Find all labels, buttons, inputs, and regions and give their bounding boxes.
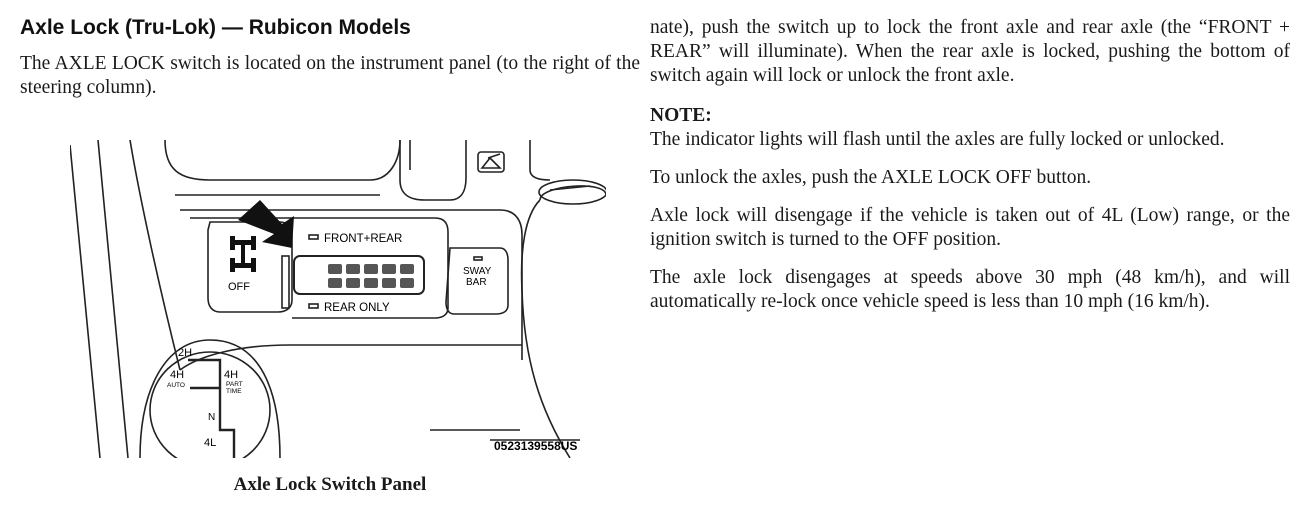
- note-title: NOTE:: [650, 105, 712, 126]
- speed-paragraph: The axle lock disengages at speeds above…: [650, 267, 1290, 312]
- shifter-part: PART: [226, 381, 243, 388]
- arrow-icon: [238, 200, 294, 248]
- front-rear-label: FRONT+REAR: [324, 233, 402, 245]
- shifter-2h: 2H: [178, 347, 192, 359]
- left-column: Axle Lock (Tru-Lok) — Rubicon Models The…: [20, 16, 640, 100]
- disengage-paragraph: Axle lock will disengage if the vehicle …: [650, 205, 1290, 250]
- right-column: nate), push the switch up to lock the fr…: [650, 16, 1290, 314]
- shifter-4h-part: 4H: [224, 369, 238, 381]
- off-label: OFF: [228, 281, 250, 293]
- axle-lock-off-icon: [230, 236, 256, 272]
- figure-caption: Axle Lock Switch Panel: [233, 474, 427, 495]
- sway-label: SWAY: [463, 266, 492, 277]
- unlock-paragraph: To unlock the axles, push the AXLE LOCK …: [650, 167, 1092, 188]
- rear-only-label: REAR ONLY: [324, 302, 390, 314]
- part-number: 0523139558US: [494, 439, 577, 453]
- shifter-time: TIME: [226, 388, 242, 395]
- shifter-4h-auto: 4H: [170, 369, 184, 381]
- shifter-auto: AUTO: [167, 382, 185, 389]
- note-text: The indicator lights will flash until th…: [650, 129, 1225, 150]
- continuation-paragraph: nate), push the switch up to lock the fr…: [650, 17, 1290, 86]
- shifter-4l: 4L: [204, 437, 216, 449]
- intro-paragraph: The AXLE LOCK switch is located on the i…: [20, 53, 640, 98]
- shifter-n: N: [208, 412, 215, 423]
- rocker-switch-dots: [328, 264, 414, 288]
- section-heading: Axle Lock (Tru-Lok) — Rubicon Models: [20, 16, 411, 39]
- axle-lock-figure: OFF FRONT+REAR REAR ONLY SWAY BAR 2H 4H …: [69, 139, 608, 469]
- bar-label: BAR: [466, 277, 487, 288]
- axle-lock-illustration: OFF FRONT+REAR REAR ONLY SWAY BAR 2H 4H …: [69, 139, 608, 469]
